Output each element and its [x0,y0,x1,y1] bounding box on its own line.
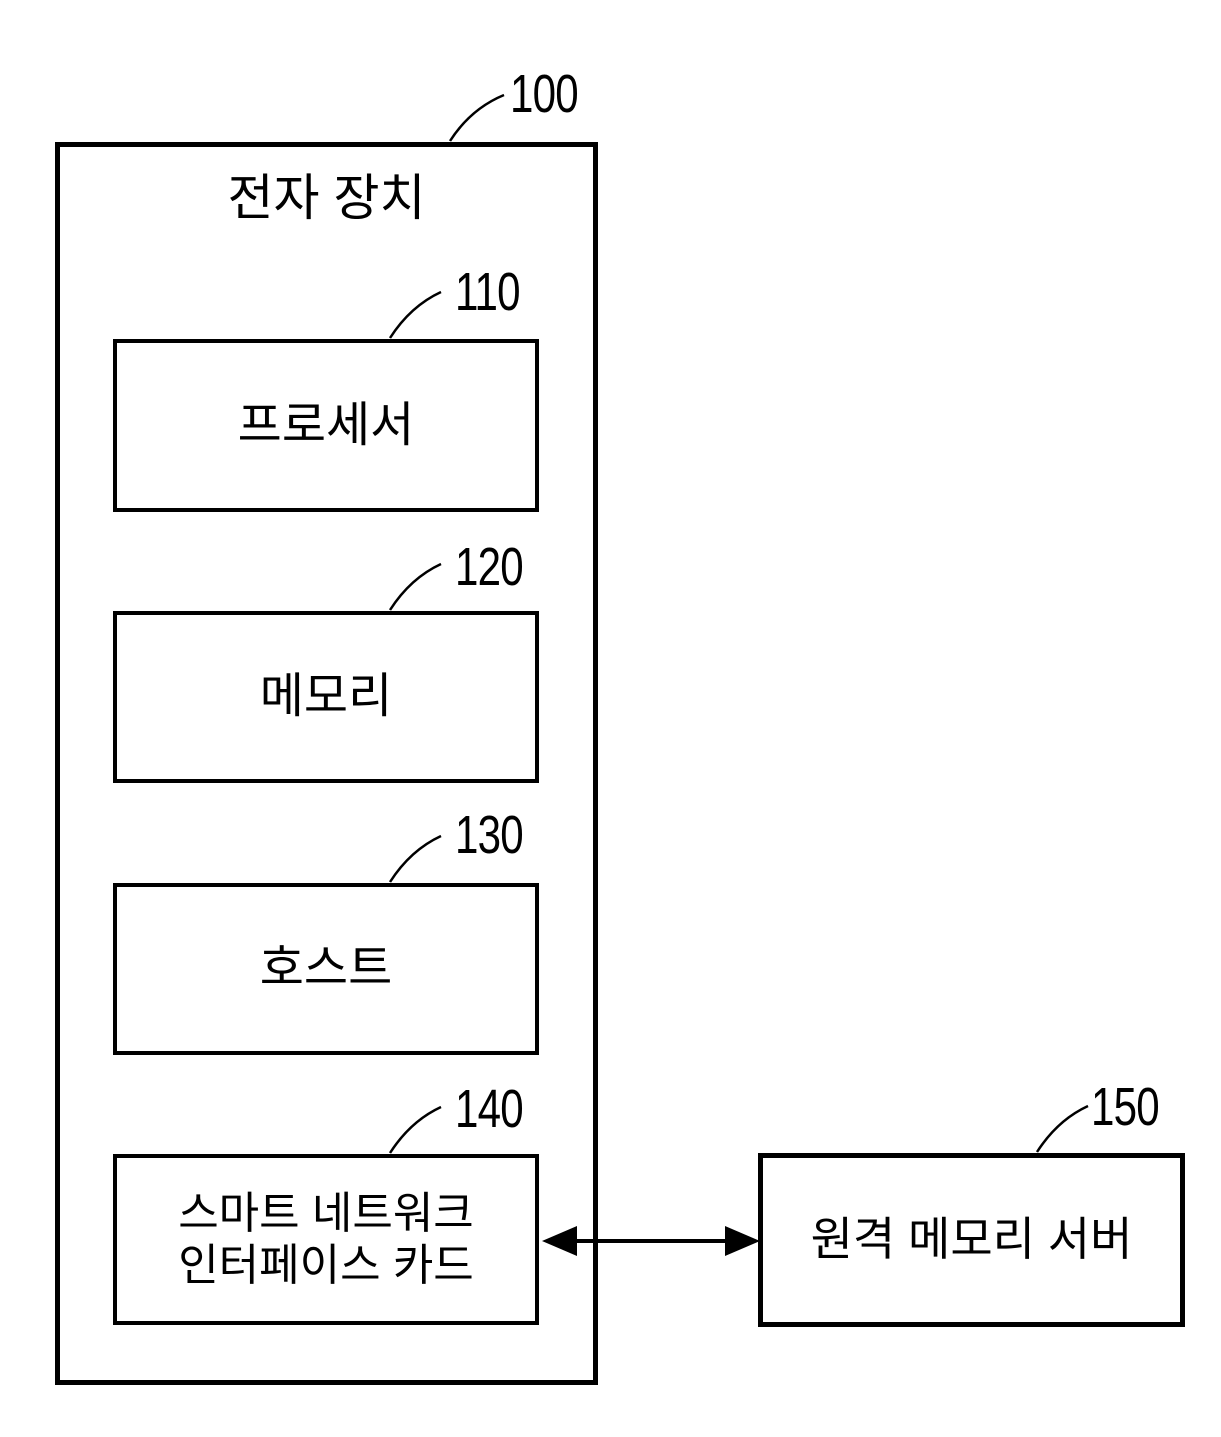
electronic-device-box: 전자 장치 [55,142,598,1385]
remote-memory-server-label: 원격 메모리 서버 [810,1213,1133,1266]
memory-label: 메모리 [259,670,393,724]
arrowhead-right-icon [725,1226,760,1256]
memory-box: 메모리 [113,611,539,783]
ref-number-140: 140 [455,1079,524,1139]
remote-memory-server-box: 원격 메모리 서버 [758,1153,1185,1327]
ref-number-130: 130 [455,805,524,865]
ref-number-150: 150 [1091,1077,1160,1137]
host-box: 호스트 [113,883,539,1055]
electronic-device-label: 전자 장치 [227,170,426,226]
smart-nic-box: 스마트 네트워크 인터페이스 카드 [113,1154,539,1325]
processor-box: 프로세서 [113,339,539,512]
ref-number-100: 100 [510,64,579,124]
ref-number-120: 120 [455,537,524,597]
smart-nic-label-line2: 인터페이스 카드 [178,1240,474,1290]
leader-line-150 [1035,1104,1089,1153]
leader-line-100 [448,93,505,142]
host-label: 호스트 [259,942,393,996]
processor-label: 프로세서 [237,398,415,452]
ref-number-110: 110 [455,262,521,322]
smart-nic-label-line1: 스마트 네트워크 [178,1188,474,1238]
